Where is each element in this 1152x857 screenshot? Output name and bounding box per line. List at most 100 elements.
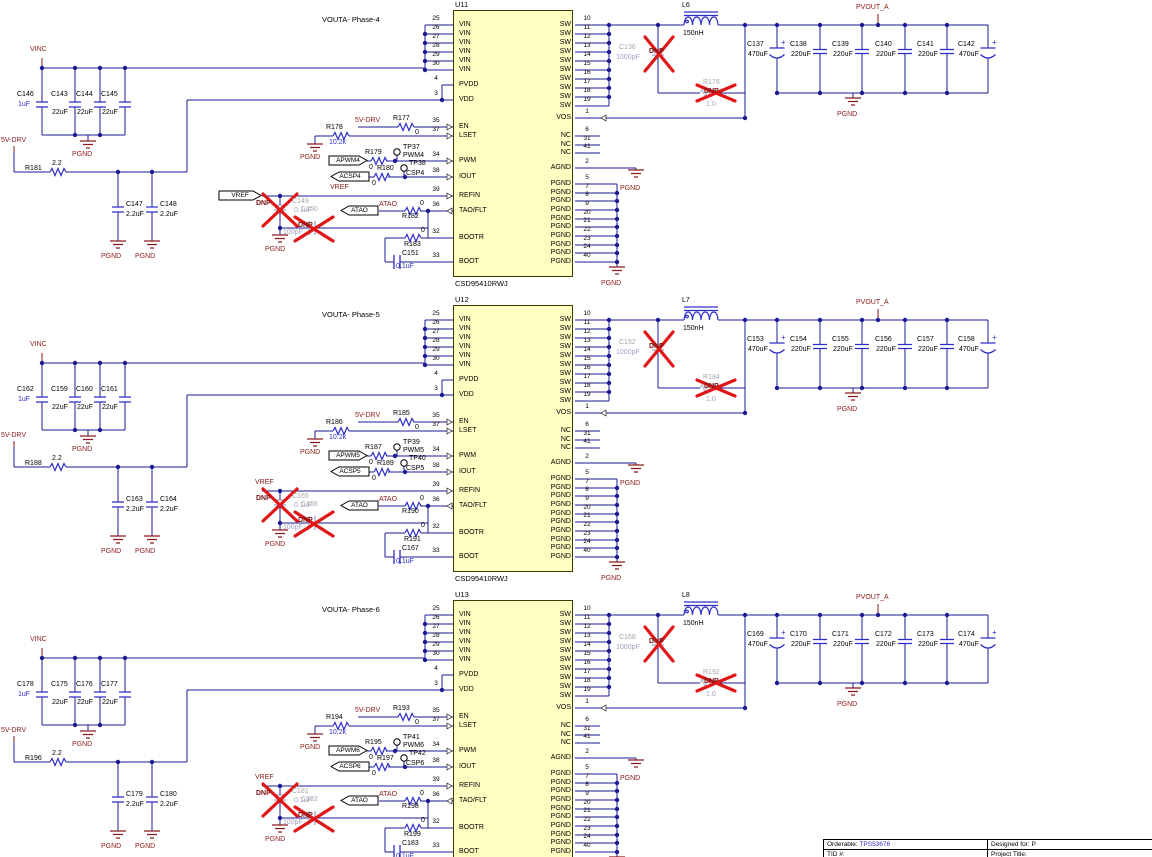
pin-number: 36	[432, 201, 440, 208]
capacitor-value: 22uF	[52, 109, 68, 116]
capacitor-ref: C173	[917, 631, 934, 638]
pin-name: PGND	[550, 553, 571, 560]
capacitor-ref: C175	[51, 681, 68, 688]
pin-name: VIN	[459, 647, 471, 654]
pin-name: REFIN	[459, 782, 480, 789]
pin-number: 38	[432, 167, 440, 174]
capacitor-value: 220uF	[833, 641, 853, 648]
schematic-wires: + +	[13, 306, 997, 570]
resistor-ref: R188	[25, 460, 42, 467]
pin-number: 4	[434, 370, 438, 377]
resistor-symbols	[49, 121, 422, 244]
pin-name: NC	[560, 739, 571, 746]
pin-name: AGND	[550, 164, 571, 171]
pin-direction-arrows	[446, 114, 607, 215]
pin-name: SW	[559, 629, 571, 636]
pin-number: 5	[585, 764, 589, 771]
pin-name: NC	[560, 132, 571, 139]
capacitor-ref: C153	[747, 336, 764, 343]
capacitor-ref: C144	[76, 91, 93, 98]
capacitor-symbols	[36, 637, 996, 857]
testpoint-ref: TP39	[403, 439, 420, 446]
capacitor-ref-dnp: C165	[292, 493, 309, 500]
capacitor-ref: C172	[875, 631, 892, 638]
resistor-value: 0	[420, 790, 424, 797]
pin-name: VIN	[459, 316, 471, 323]
port-apwm: APWM6	[328, 745, 368, 756]
dnp-flag: DNP	[256, 790, 271, 797]
resistor-ref: R181	[25, 165, 42, 172]
dnp-flag: DNP	[256, 200, 271, 207]
pin-name: SW	[559, 397, 571, 404]
pin-number: 38	[432, 757, 440, 764]
pin-number: 1	[585, 403, 589, 410]
pin-number: 18	[583, 87, 591, 94]
pin-name: VIN	[459, 361, 471, 368]
pin-number: 13	[583, 337, 591, 344]
pin-name: PGND	[550, 241, 571, 248]
resistor-value: 0	[420, 495, 424, 502]
resistor-value: 0	[415, 424, 419, 431]
net-label-vinc: VINC	[30, 636, 47, 643]
resistor-value: 0	[369, 164, 373, 171]
capacitor-ref: C140	[875, 41, 892, 48]
pin-number: 6	[585, 421, 589, 428]
pin-name: PGND	[550, 258, 571, 265]
capacitor-ref: C177	[101, 681, 118, 688]
pin-name: SW	[559, 674, 571, 681]
testpoint-circles	[393, 148, 408, 172]
pin-number: 12	[583, 328, 591, 335]
pin-number: 32	[432, 228, 440, 235]
pin-number: 16	[583, 364, 591, 371]
pin-name: SW	[559, 30, 571, 37]
net-label-pgnd: PGND	[72, 151, 93, 158]
port-outline	[218, 190, 262, 201]
pin-name: LSET	[459, 427, 477, 434]
pin-name: PGND	[550, 501, 571, 508]
pin-number: 15	[583, 60, 591, 67]
testpoint-ref: TP37	[403, 144, 420, 151]
capacitor-value: 0.1uF	[396, 853, 414, 857]
port-outline	[330, 761, 370, 772]
port-acsp: ACSP6	[330, 761, 370, 772]
pin-number: 3	[434, 385, 438, 392]
pin-number: 40	[583, 547, 591, 554]
capacitor-value: 470uF	[959, 346, 979, 353]
capacitor-ref: C162	[17, 386, 34, 393]
pin-name: VIN	[459, 611, 471, 618]
net-label-pgnd: PGND	[300, 744, 321, 751]
capacitor-ref: C143	[51, 91, 68, 98]
pin-name: SW	[559, 647, 571, 654]
resistor-value: 0	[372, 180, 376, 187]
pin-name: SW	[559, 638, 571, 645]
resistor-ref: R187	[365, 444, 382, 451]
pin-number: 36	[432, 791, 440, 798]
tid-cell: TID #:	[824, 850, 988, 857]
pin-number: 31	[583, 725, 591, 732]
pin-number: 19	[583, 391, 591, 398]
capacitor-value: 470uF	[748, 51, 768, 58]
pin-name: EN	[459, 418, 469, 425]
capacitor-ref: C171	[832, 631, 849, 638]
net-label-atao: ATAO	[379, 496, 398, 503]
pin-number: 8	[585, 486, 589, 493]
pin-name: NC	[560, 444, 571, 451]
net-label-pgnd: PGND	[135, 843, 156, 850]
resistor-ref-dnp: R192	[703, 669, 720, 676]
pin-number: 17	[583, 78, 591, 85]
pin-name: VDD	[459, 686, 474, 693]
pin-number: 2	[585, 453, 589, 460]
pin-name: PGND	[550, 215, 571, 222]
pin-number: 26	[432, 24, 440, 31]
port-label: APWM5	[336, 451, 360, 459]
capacitor-value: 22uF	[102, 699, 118, 706]
pin-name: VIN	[459, 352, 471, 359]
capacitor-value: 220uF	[876, 51, 896, 58]
pin-name: SW	[559, 84, 571, 91]
capacitor-value: 2.2uF	[126, 506, 144, 513]
resistor-value: 0	[372, 770, 376, 777]
resistor-ref: R183	[404, 241, 421, 248]
pin-number: 35	[432, 117, 440, 124]
pin-name: VIN	[459, 39, 471, 46]
inductor-ref: L8	[682, 592, 690, 599]
